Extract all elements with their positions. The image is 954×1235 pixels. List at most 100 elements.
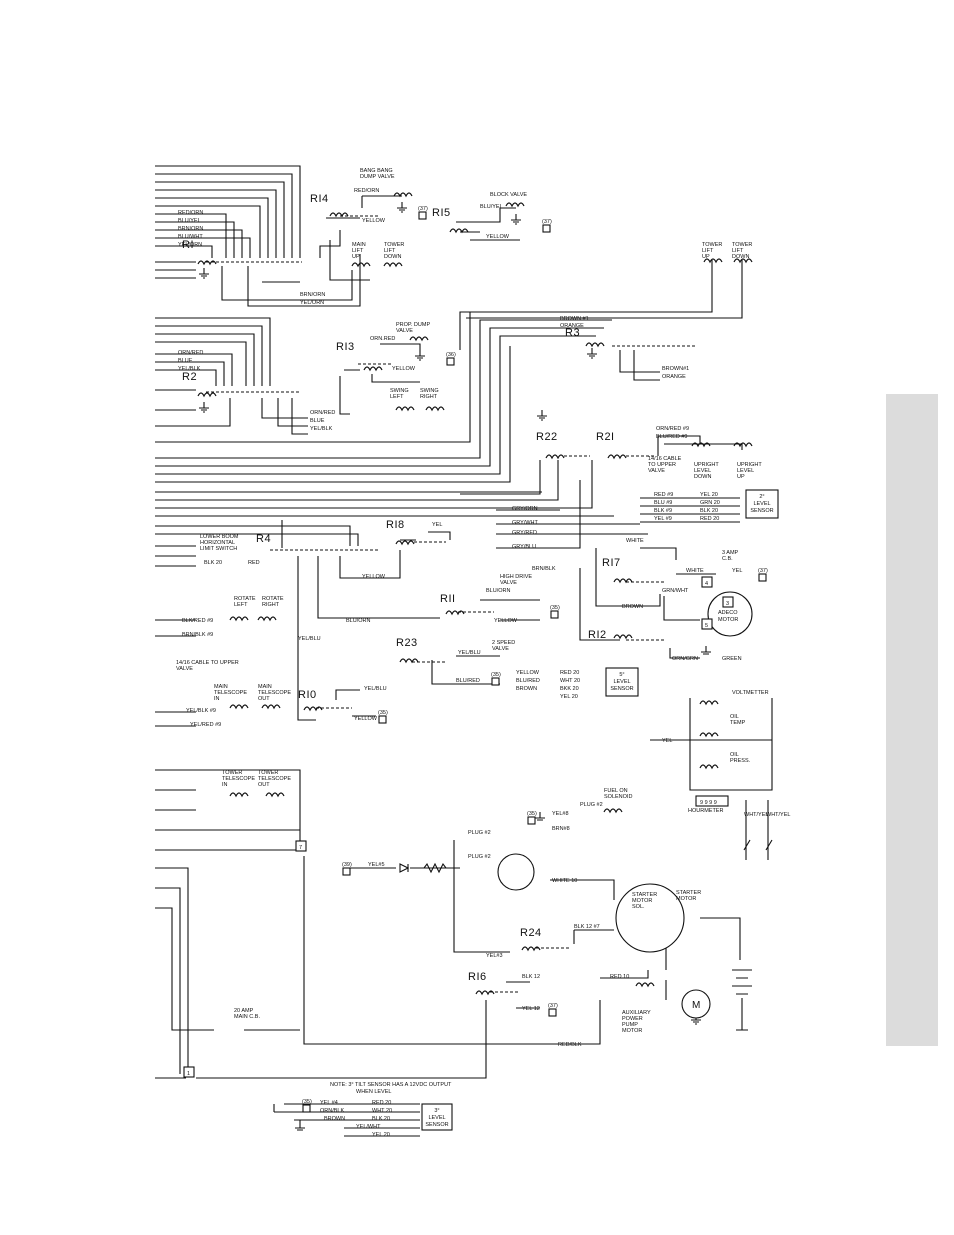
wire-label: YEL #9: [654, 516, 672, 522]
sensor-2deg-line: SENSOR: [750, 508, 773, 514]
wire-label: RED 10: [610, 974, 629, 980]
sensor-2deg-line: LEVEL: [753, 501, 770, 507]
connector-ref: (35): [527, 811, 537, 817]
relay-r11: RII: [440, 593, 456, 605]
wire-label: YEL/BLU: [458, 650, 481, 656]
wire-label: WHT/YEL: [744, 812, 768, 818]
wire-label: RED/ORN: [178, 210, 203, 216]
sensor-5deg-line: SENSOR: [610, 686, 633, 692]
wire-label: PLUG #2: [468, 854, 491, 860]
fuel-on-solenoid-line: FUEL ON: [604, 788, 628, 794]
fuel-on-solenoid-line: SOLENOID: [604, 794, 632, 800]
relay-r21: R2I: [596, 431, 615, 443]
wire-label: YEL#5: [368, 862, 385, 868]
wire-label: YEL/ORN: [300, 300, 324, 306]
wire-label: YELLOW: [516, 670, 540, 676]
rotate-right-line: RIGHT: [262, 602, 280, 608]
wiring-lines: [155, 165, 773, 1137]
wire-label: RED/ORN: [354, 188, 379, 194]
tower-lift-up-line: LIFT: [702, 248, 714, 254]
connector-box-icon: [527, 816, 536, 825]
relay-r18: RI8: [386, 519, 405, 531]
wire-label: BLK/RED #9: [182, 618, 213, 624]
block-valve-label: BLOCK VALVE: [490, 192, 527, 198]
wire-label: BLU/WHT: [178, 234, 203, 240]
relay-r24: R24: [520, 927, 542, 939]
sensor-3deg-line: LEVEL: [428, 1115, 445, 1121]
tower-telescope-in-line: TOWER: [222, 770, 242, 776]
aux-power-pump-line: AUXILIARY: [622, 1010, 651, 1016]
rotate-left-line: LEFT: [234, 602, 248, 608]
tower-lift-down-line: TOWER: [384, 242, 404, 248]
wire-label: BLU/YEL: [178, 218, 201, 224]
wire-label: BRN/BLK #9: [182, 632, 213, 638]
swing-left-line: LEFT: [390, 394, 404, 400]
ground-symbols: [199, 202, 748, 1131]
wire-label: YEL/BLK #9: [186, 708, 216, 714]
relay-r14: RI4: [310, 193, 329, 205]
tower-telescope-in-line: IN: [222, 782, 228, 788]
sensor-3deg-line: 3°: [434, 1108, 439, 1114]
connector-ref: (37): [758, 568, 768, 574]
wire-label: YEL/RED #9: [190, 722, 221, 728]
wire-label: BLUE: [310, 418, 325, 424]
sensor-5deg-line: LEVEL: [613, 679, 630, 685]
wire-label: BKK 20: [560, 686, 579, 692]
relay-r2: R2: [182, 371, 197, 383]
starter-motor-sol-line: MOTOR: [632, 898, 652, 904]
wire-label: YEL/WHT: [356, 1124, 381, 1130]
starter-motor-line: MOTOR: [676, 896, 696, 902]
connector-ref: (37): [542, 219, 552, 225]
relay-r4: R4: [256, 533, 271, 545]
cb-3amp-line: 3 AMP: [722, 550, 739, 556]
terminal-box: [183, 1066, 195, 1078]
main-telescope-out-line: TELESCOPE: [258, 690, 291, 696]
main-telescope-in-line: TELESCOPE: [214, 690, 247, 696]
wire-label: BRN#8: [552, 826, 570, 832]
lower-boom-switch-line: LOWER BOOM: [200, 534, 239, 540]
lower-boom-switch-line: HORIZONTAL: [200, 540, 235, 546]
terminal-number: 1: [187, 1071, 190, 1077]
wire-labels: RED/ORNBLU/YELBRN/ORNBLU/WHTYEL/ORNRED/O…: [178, 188, 790, 1138]
wire-label: BLK 12 #7: [574, 924, 600, 930]
wire-label: BLK 12: [522, 974, 540, 980]
connector-box-icon: [378, 715, 387, 724]
wire-label: RED 20: [700, 516, 719, 522]
high-drive-valve-line: VALVE: [500, 580, 517, 586]
connector-refs: (37)(37)(36)(35)(35)(35)(37)(35)(39)(37)…: [302, 206, 768, 1113]
cable-upper-valve-line: 14/16 CABLE: [648, 456, 682, 462]
relay-r22: R22: [536, 431, 558, 443]
swing-left-line: SWING: [390, 388, 409, 394]
adeco-motor-icon: [707, 591, 753, 637]
wire-label: ORN/RED #9: [656, 426, 689, 432]
motors-and-devices: [399, 591, 773, 1019]
tower-telescope-out-line: TOWER: [258, 770, 278, 776]
wire-label: ORN/BLK: [320, 1108, 344, 1114]
wire-label: BLU/RED: [456, 678, 480, 684]
tower-telescope-out-line: OUT: [258, 782, 270, 788]
bang-bang-dump-valve-line: BANG BANG: [360, 168, 393, 174]
wire-label: YEL/BLK: [310, 426, 333, 432]
wire-label: BLU/ORN: [486, 588, 510, 594]
wire-label: YELLOW: [486, 234, 510, 240]
upright-level-down-line: LEVEL: [694, 468, 711, 474]
wire-label: BLK 20: [204, 560, 222, 566]
